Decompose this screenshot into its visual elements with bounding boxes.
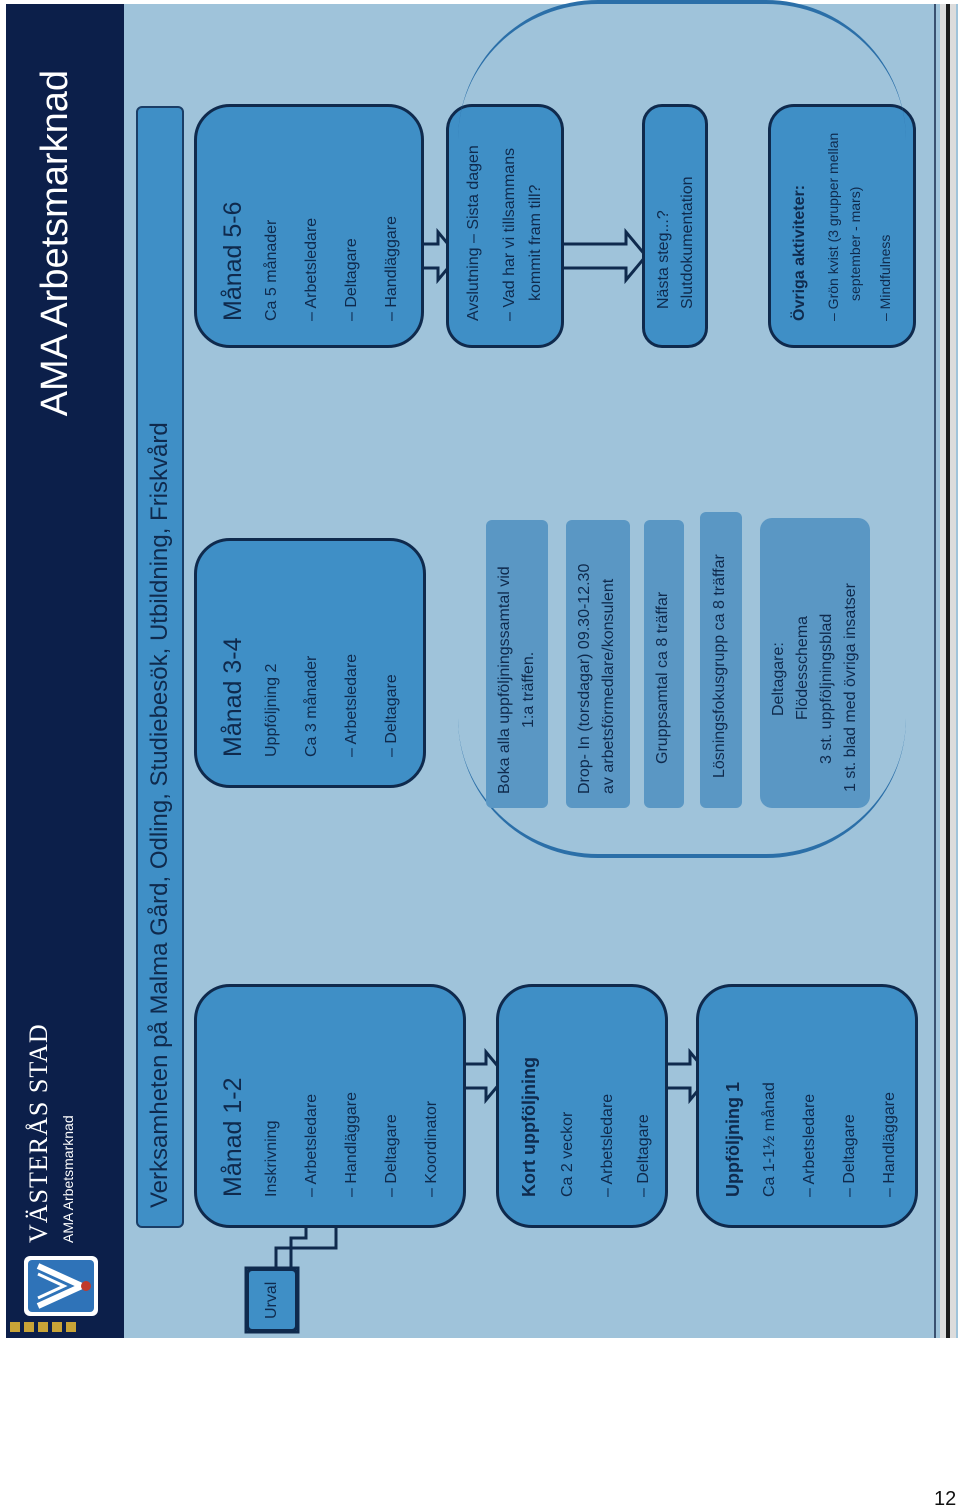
box-title: Kort uppföljning <box>519 1057 539 1197</box>
box-title: Uppföljning 1 <box>723 1082 743 1197</box>
slide-rotated-content: VÄSTERÅS STAD AMA Arbetsmarknad AMA Arbe… <box>6 0 958 1338</box>
box-line: – Arbetsledare <box>303 1093 320 1197</box>
header-band: VÄSTERÅS STAD AMA Arbetsmarknad AMA Arbe… <box>6 4 124 1338</box>
activity-line: 3 st. uppföljningsblad <box>818 613 835 764</box>
box-line: Uppföljning 2 <box>263 663 280 757</box>
box-manad-3-4: Månad 3-4 Uppföljning 2 Ca 3 månader – A… <box>194 538 426 788</box>
box-line: – Deltagare <box>383 674 400 757</box>
box-line: Ca 1-1½ månad <box>761 1082 778 1197</box>
activity-drop-in: Drop- In (torsdagar) 09.30-12.30 av arbe… <box>566 520 630 808</box>
slide: VÄSTERÅS STAD AMA Arbetsmarknad AMA Arbe… <box>6 0 958 1338</box>
box-line: – Arbetsledare <box>303 217 320 321</box>
box-line: – Deltagare <box>841 1114 858 1197</box>
box-line: Inskrivning <box>263 1120 280 1197</box>
box-manad-1-2: Månad 1-2 Inskrivning – Arbetsledare – H… <box>194 984 466 1228</box>
box-line: – Arbetsledare <box>801 1093 818 1197</box>
urval-box: Urval <box>246 1268 298 1332</box>
page-edge-line <box>946 4 950 1338</box>
box-title: Månad 1-2 <box>219 1077 247 1197</box>
activity-line: Drop- In (torsdagar) 09.30-12.30 <box>576 563 593 794</box>
box-line: – Deltagare <box>343 238 360 321</box>
box-line: – Arbetsledare <box>599 1093 616 1197</box>
box-manad-5-6: Månad 5-6 Ca 5 månader – Arbetsledare – … <box>194 104 424 348</box>
page-number: 12 <box>934 1488 957 1510</box>
activity-line: Gruppsamtal ca 8 träffar <box>654 591 671 764</box>
box-line: – Handläggare <box>881 1092 898 1197</box>
box-line: – Koordinator <box>423 1100 440 1197</box>
activity-line: 1:a träffen. <box>520 651 537 728</box>
box-line: – Handläggare <box>383 216 400 321</box>
activity-line: Deltagare: <box>770 642 787 716</box>
activity-line: av arbetsförmedlare/konsulent <box>600 578 617 794</box>
activity-gruppsamtal: Gruppsamtal ca 8 träffar <box>644 520 684 808</box>
activity-losningsfokusgrupp: Lösningsfokusgrupp ca 8 träffar <box>700 512 742 808</box>
activity-line: Boka alla uppföljningssamtal vid <box>496 566 513 794</box>
activity-boka: Boka alla uppföljningssamtal vid 1:a trä… <box>486 520 548 808</box>
activity-line: Flödesschema <box>794 615 811 720</box>
box-line: – Deltagare <box>635 1114 652 1197</box>
activity-line: 1 st. blad med övriga insatser <box>842 583 859 792</box>
box-title: Månad 5-6 <box>219 201 247 321</box>
urval-label: Urval <box>263 1281 280 1319</box>
activity-line: Lösningsfokusgrupp ca 8 träffar <box>711 554 728 778</box>
box-line: Ca 5 månader <box>263 219 280 321</box>
crown-icons <box>8 1320 80 1334</box>
box-uppfoljning-1: Uppföljning 1 Ca 1-1½ månad – Arbetsleda… <box>696 984 918 1228</box>
box-line: Ca 3 månader <box>303 655 320 757</box>
box-line: – Arbetsledare <box>343 653 360 757</box>
box-line: – Deltagare <box>383 1114 400 1197</box>
box-kort-uppfoljning: Kort uppföljning Ca 2 veckor – Arbetsled… <box>496 984 668 1228</box>
box-line: – Handläggare <box>343 1092 360 1197</box>
box-line: Ca 2 veckor <box>559 1111 576 1197</box>
box-title: Månad 3-4 <box>219 637 247 757</box>
activity-deltagare: Deltagare: Flödesschema 3 st. uppföljnin… <box>760 518 870 808</box>
city-logo <box>24 1256 98 1316</box>
